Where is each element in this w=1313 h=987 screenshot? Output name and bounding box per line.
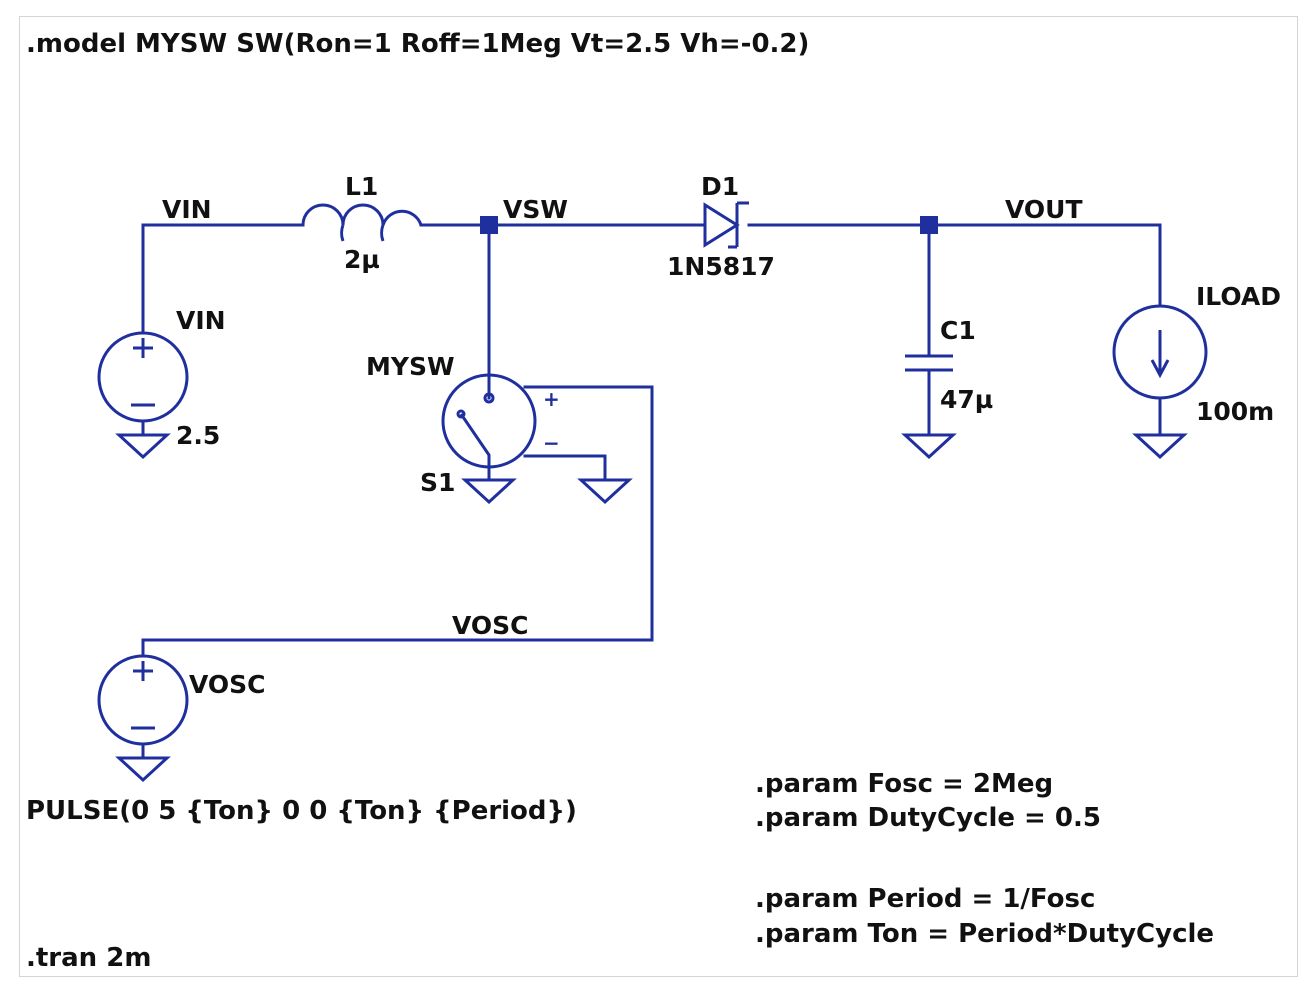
inductor-l1-symbol (301, 203, 423, 242)
l1-value-label: 2µ (344, 245, 380, 274)
ground-icon (461, 478, 517, 505)
junction-vsw (480, 216, 498, 234)
d1-value-label: 1N5817 (667, 252, 775, 281)
current-source-iload-symbol (1112, 304, 1208, 437)
wire-vout-net (747, 223, 1162, 308)
s1-name-label: S1 (420, 468, 455, 497)
vin-source-value-label: 2.5 (176, 421, 220, 450)
c1-value-label: 47µ (940, 385, 993, 414)
capacitor-c1-symbol (905, 354, 953, 437)
param-ton-directive: .param Ton = Period*DutyCycle (755, 919, 1214, 949)
param-fosc-directive: .param Fosc = 2Meg (755, 769, 1053, 799)
tran-directive: .tran 2m (26, 943, 151, 973)
switch-s1-symbol: + − (441, 373, 560, 480)
net-label-vsw: VSW (503, 195, 568, 224)
vin-source-name-label: VIN (176, 306, 226, 335)
s1-model-label: MYSW (366, 352, 455, 381)
wires (141, 223, 1162, 658)
ground-icon (577, 478, 633, 505)
net-label-vosc: VOSC (452, 611, 529, 640)
param-period-directive: .param Period = 1/Fosc (755, 884, 1095, 914)
iload-name-label: ILOAD (1196, 282, 1281, 311)
ground-symbols (115, 433, 1188, 783)
wire-vin-net (141, 223, 305, 335)
net-label-vin: VIN (162, 195, 212, 224)
switch-minus-sign: − (543, 431, 560, 455)
voltage-source-vin-symbol (97, 331, 189, 437)
voltage-source-vosc-symbol (97, 654, 189, 760)
junction-vout (920, 216, 938, 234)
model-directive: .model MYSW SW(Ron=1 Roff=1Meg Vt=2.5 Vh… (26, 29, 809, 59)
wire-ctrl-minus (523, 454, 607, 482)
schematic-frame (19, 16, 1298, 977)
ground-icon (1132, 433, 1188, 460)
switch-plus-sign: + (543, 387, 560, 411)
ground-icon (115, 433, 171, 460)
ground-icon (901, 433, 957, 460)
vosc-source-name-label: VOSC (189, 670, 266, 699)
d1-name-label: D1 (701, 172, 739, 201)
diode-d1-symbol (701, 201, 749, 249)
pulse-directive: PULSE(0 5 {Ton} 0 0 {Ton} {Period}) (26, 796, 577, 826)
c1-name-label: C1 (940, 316, 976, 345)
l1-name-label: L1 (345, 172, 378, 201)
ground-icon (115, 756, 171, 783)
wire-vosc-net (141, 385, 654, 658)
net-label-vout: VOUT (1005, 195, 1083, 224)
param-dutycycle-directive: .param DutyCycle = 0.5 (755, 803, 1101, 833)
iload-value-label: 100m (1196, 397, 1274, 426)
